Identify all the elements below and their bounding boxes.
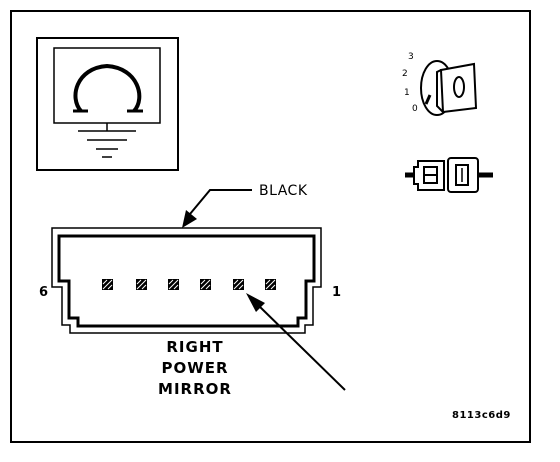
pin-cavity-2 [233, 279, 244, 290]
connector-side-view-icon [405, 157, 493, 193]
ignition-position-0: 0 [412, 104, 418, 114]
connector-face [51, 227, 322, 334]
ignition-position-3: 3 [408, 52, 414, 62]
pin-cavity-6 [102, 279, 113, 290]
wire-color-label: BLACK [259, 183, 308, 199]
cavity-pointer-arrow [246, 293, 346, 391]
connector-cavities [102, 279, 276, 290]
pin-cavity-3 [200, 279, 211, 290]
pin-cavity-4 [168, 279, 179, 290]
pin-cavity-1 [265, 279, 276, 290]
pin-cavity-5 [136, 279, 147, 290]
title-line-2: POWER [161, 359, 229, 377]
pin-number-left: 6 [39, 285, 49, 300]
connector-title: RIGHT POWER MIRROR [140, 337, 250, 400]
pin-number-right: 1 [332, 285, 342, 300]
black-callout-arrow [182, 189, 252, 228]
ignition-position-1: 1 [404, 88, 410, 98]
title-line-3: MIRROR [158, 380, 232, 398]
ground-symbol-icon [36, 37, 179, 171]
title-line-1: RIGHT [166, 338, 224, 356]
figure-id: 8113c6d9 [452, 410, 511, 421]
ignition-key-icon [420, 60, 478, 116]
diagram-frame [10, 10, 531, 443]
ignition-position-2: 2 [402, 69, 408, 79]
